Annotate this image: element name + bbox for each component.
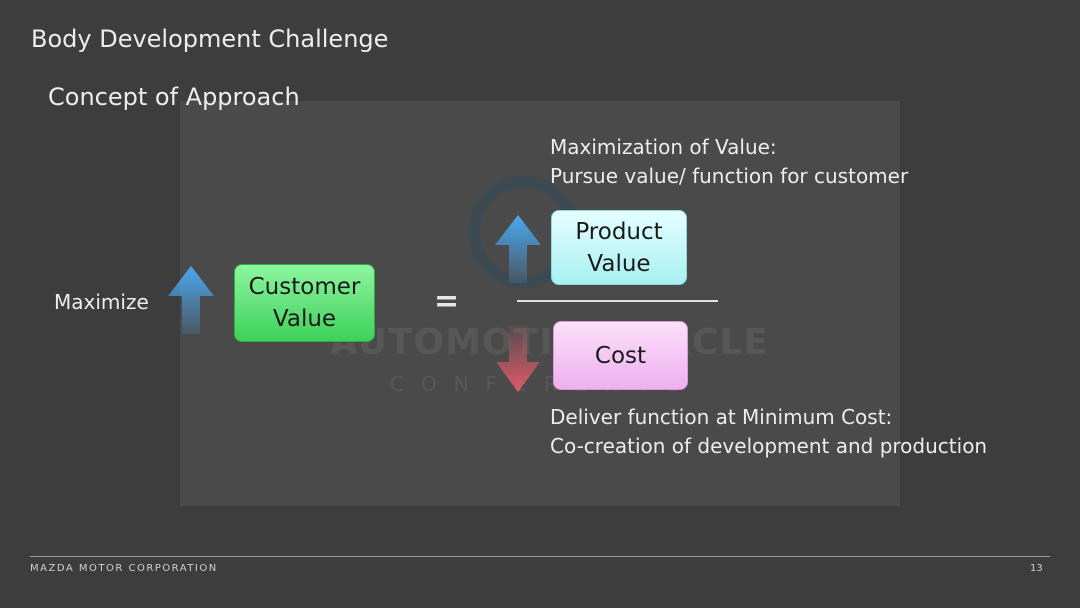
slide-title: Body Development Challenge [31, 25, 389, 53]
product-value-line2: Value [587, 250, 651, 277]
product-value-box: Product Value [551, 210, 687, 285]
bottom-note-line1: Deliver function at Minimum Cost: [550, 405, 893, 429]
footer-divider [30, 556, 1050, 557]
page-number: 13 [1030, 563, 1043, 574]
fraction-line [517, 300, 718, 302]
customer-value-line1: Customer [248, 274, 361, 300]
cost-label: Cost [594, 342, 647, 369]
customer-value-line2: Value [272, 306, 337, 332]
top-note-line2: Pursue value/ function for customer [550, 164, 909, 188]
slide-subtitle: Concept of Approach [48, 83, 300, 111]
top-note-line1: Maximization of Value: [550, 135, 777, 159]
product-value-arrow-up-icon [495, 215, 541, 283]
customer-value-box: Customer Value [234, 264, 375, 342]
maximize-label: Maximize [54, 290, 149, 314]
product-value-line1: Product [575, 218, 663, 245]
cost-arrow-down-icon [496, 326, 540, 392]
maximize-arrow-up-icon [168, 266, 214, 334]
cost-box: Cost [553, 321, 688, 390]
equals-sign: = [434, 284, 460, 319]
watermark-text: AUTOMOTIVE CIRCLE [330, 322, 769, 363]
footer-company: MAZDA MOTOR CORPORATION [30, 563, 218, 574]
bottom-note-line2: Co-creation of development and productio… [550, 434, 988, 458]
